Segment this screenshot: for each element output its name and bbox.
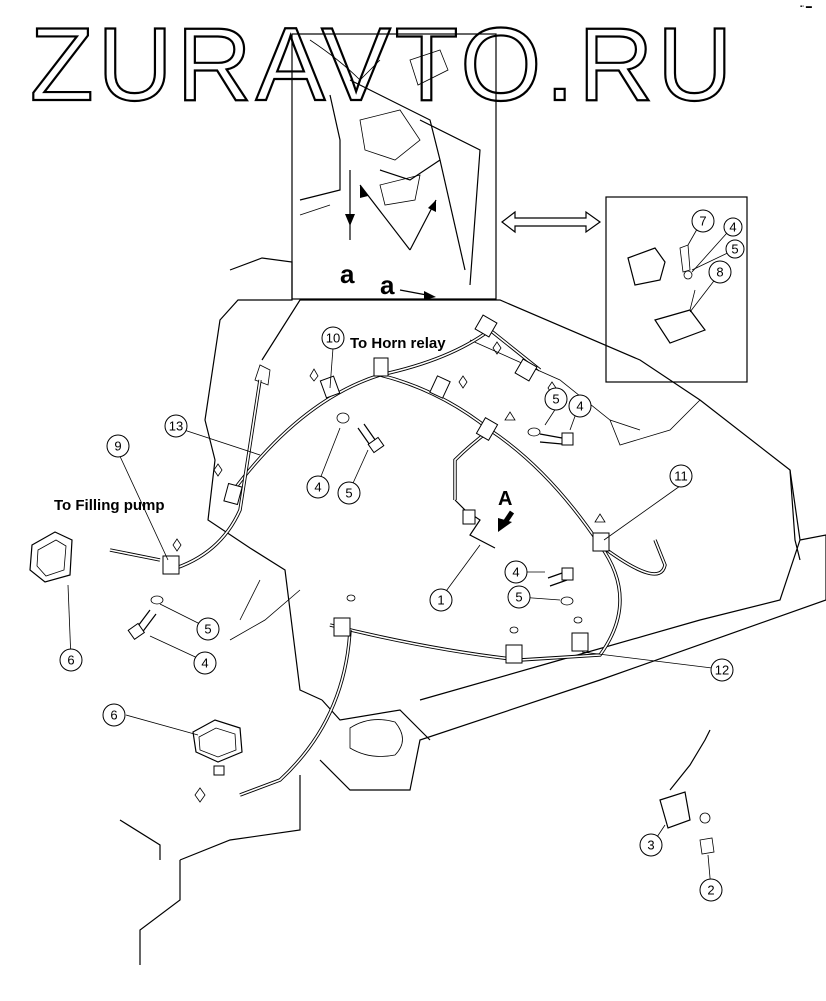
harness-clamps: [162, 314, 610, 664]
callout-5[interactable]: 5: [337, 481, 361, 505]
callout-12[interactable]: 12: [710, 658, 734, 682]
callout-4[interactable]: 4: [193, 651, 217, 675]
detail-frame-right: [605, 196, 748, 383]
svg-text:5: 5: [204, 622, 211, 637]
svg-text:4: 4: [314, 480, 321, 495]
svg-text:1: 1: [437, 593, 444, 608]
svg-text:5: 5: [345, 486, 352, 501]
work-lamps: [29, 531, 243, 776]
callout-5[interactable]: 5: [196, 617, 220, 641]
svg-text:4: 4: [201, 656, 208, 671]
svg-text:2: 2: [707, 883, 714, 898]
svg-text:4: 4: [729, 220, 736, 235]
callout-9[interactable]: 9: [106, 434, 130, 458]
corner-mark: ▪▫ ▬: [800, 4, 812, 10]
callout-8[interactable]: 8: [708, 260, 732, 284]
callout-4[interactable]: 4: [504, 560, 528, 584]
callout-4[interactable]: 4: [306, 475, 330, 499]
svg-text:5: 5: [552, 392, 559, 407]
label-to-filling-pump: To Filling pump: [54, 497, 165, 514]
view-arrow-a: A: [498, 488, 515, 532]
svg-text:4: 4: [576, 399, 583, 414]
svg-text:5: 5: [515, 590, 522, 605]
machine-body-outline: [119, 257, 826, 965]
fasteners: [127, 412, 574, 641]
callout-5[interactable]: 5: [725, 239, 745, 259]
svg-text:12: 12: [715, 663, 729, 678]
double-arrow: [501, 210, 602, 234]
callout-6[interactable]: 6: [59, 648, 83, 672]
switch-and-relay: [454, 499, 715, 855]
callout-4[interactable]: 4: [723, 217, 743, 237]
svg-text:3: 3: [647, 838, 654, 853]
callout-2[interactable]: 2: [699, 878, 723, 902]
svg-text:4: 4: [512, 565, 519, 580]
svg-text:6: 6: [67, 653, 74, 668]
svg-text:10: 10: [326, 331, 340, 346]
svg-text:13: 13: [169, 419, 183, 434]
detail-frame-top: a: [291, 33, 497, 300]
arrow-a-pointer: a: [380, 270, 436, 300]
watermark: ZURAVTO.RU: [30, 7, 736, 123]
callout-13[interactable]: 13: [164, 414, 188, 438]
callouts: 1 2 3 4 4 4 4 5 5 5 5 6 6 7 8 9 10 11 12…: [59, 209, 745, 902]
callout-5[interactable]: 5: [507, 585, 531, 609]
svg-text:9: 9: [114, 439, 121, 454]
callout-1[interactable]: 1: [429, 588, 453, 612]
view-label-a: A: [498, 488, 512, 510]
detail-label-a-main: a: [380, 270, 395, 300]
detail-label-a-top: a: [340, 259, 355, 289]
callout-5[interactable]: 5: [544, 387, 568, 411]
svg-text:11: 11: [674, 469, 688, 484]
callout-10[interactable]: 10: [321, 326, 345, 350]
callout-3[interactable]: 3: [639, 833, 663, 857]
svg-text:8: 8: [716, 265, 723, 280]
callout-7[interactable]: 7: [691, 209, 715, 233]
svg-text:5: 5: [731, 242, 738, 257]
callout-11[interactable]: 11: [669, 464, 693, 488]
label-to-horn-relay: To Horn relay: [350, 335, 446, 352]
callout-6[interactable]: 6: [102, 703, 126, 727]
callout-4[interactable]: 4: [568, 394, 592, 418]
svg-text:6: 6: [110, 708, 117, 723]
svg-text:7: 7: [699, 214, 706, 229]
